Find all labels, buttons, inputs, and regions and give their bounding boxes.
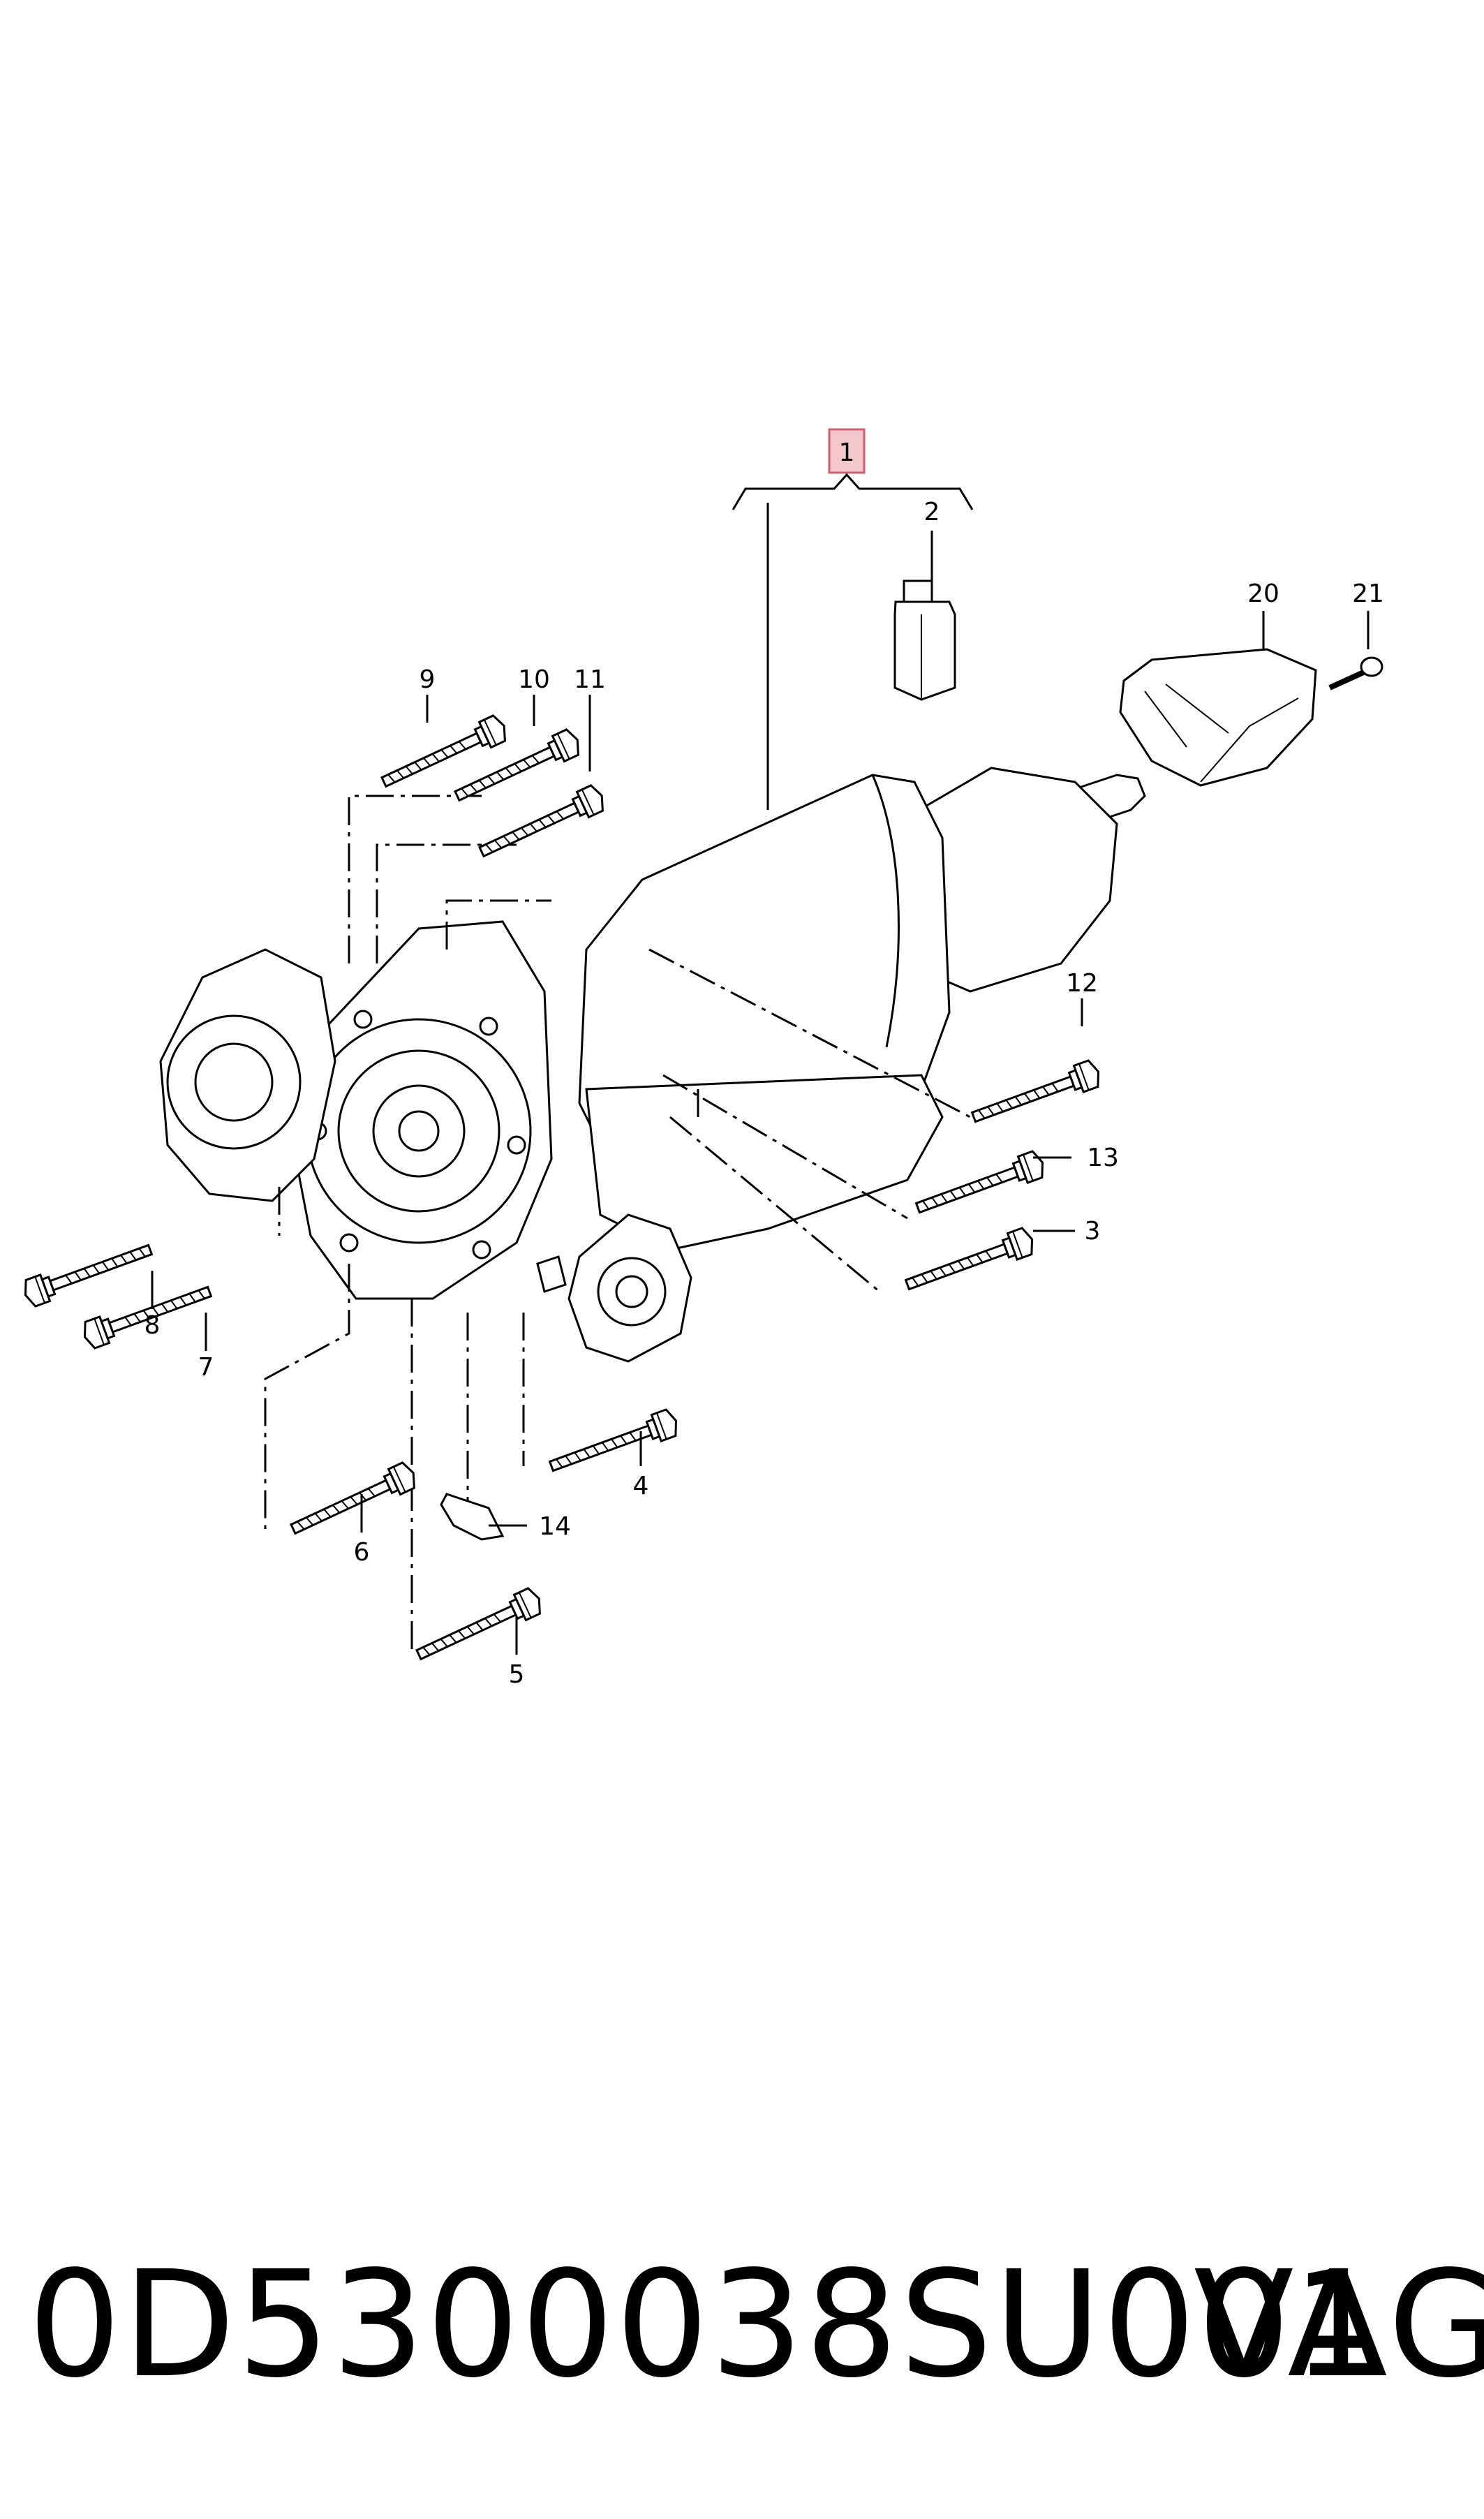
bolt-part-13 — [912, 1148, 1048, 1222]
callout-20-label: 20 — [1247, 579, 1279, 608]
brand-label: VAG — [1194, 2239, 1484, 2410]
callout-6-label: 6 — [354, 1538, 370, 1567]
bolt-part-4 — [545, 1406, 682, 1481]
callout-12-label: 12 — [1066, 969, 1098, 998]
callout-3-label: 3 — [1085, 1217, 1101, 1246]
callout-7-label: 7 — [198, 1353, 214, 1382]
callout-4-label: 4 — [633, 1472, 649, 1500]
callout-21-label: 21 — [1352, 579, 1384, 608]
part-number: 0D5300038SU001 — [28, 2239, 1387, 2410]
callout-8-label: 8 — [144, 1311, 161, 1340]
callout-1-highlight — [828, 428, 866, 474]
cover-part-20: 20 — [1119, 579, 1317, 787]
callout-14-label: 14 — [539, 1512, 571, 1541]
clip-part-14 — [440, 1493, 527, 1541]
callout-5-label: 5 — [509, 1660, 525, 1689]
callout-10-label: 10 — [518, 665, 550, 694]
bolt-part-6 — [286, 1459, 421, 1543]
callout-labels: 9 10 11 12 13 3 8 7 4 14 6 5 — [144, 665, 1119, 1689]
callout-13-label: 13 — [1087, 1144, 1119, 1172]
screw-part-21: 21 — [1328, 579, 1384, 690]
callout-1-label: 1 — [839, 438, 855, 467]
bolt-part-12 — [967, 1057, 1104, 1132]
callout-9-label: 9 — [420, 665, 436, 694]
transmission-assembly — [159, 767, 1146, 1363]
bolt-part-3 — [901, 1225, 1038, 1299]
callout-1-group: 1 — [732, 428, 974, 810]
oil-bottle-part-2: 2 — [893, 498, 956, 701]
leader-lines — [264, 795, 971, 1655]
callout-2-label: 2 — [924, 498, 940, 526]
callout-11-label: 11 — [574, 665, 606, 694]
callout-1-bracket — [732, 473, 974, 510]
bolt-part-11 — [475, 782, 609, 866]
bolt-part-5 — [412, 1585, 547, 1669]
bolt-part-8 — [20, 1235, 156, 1310]
